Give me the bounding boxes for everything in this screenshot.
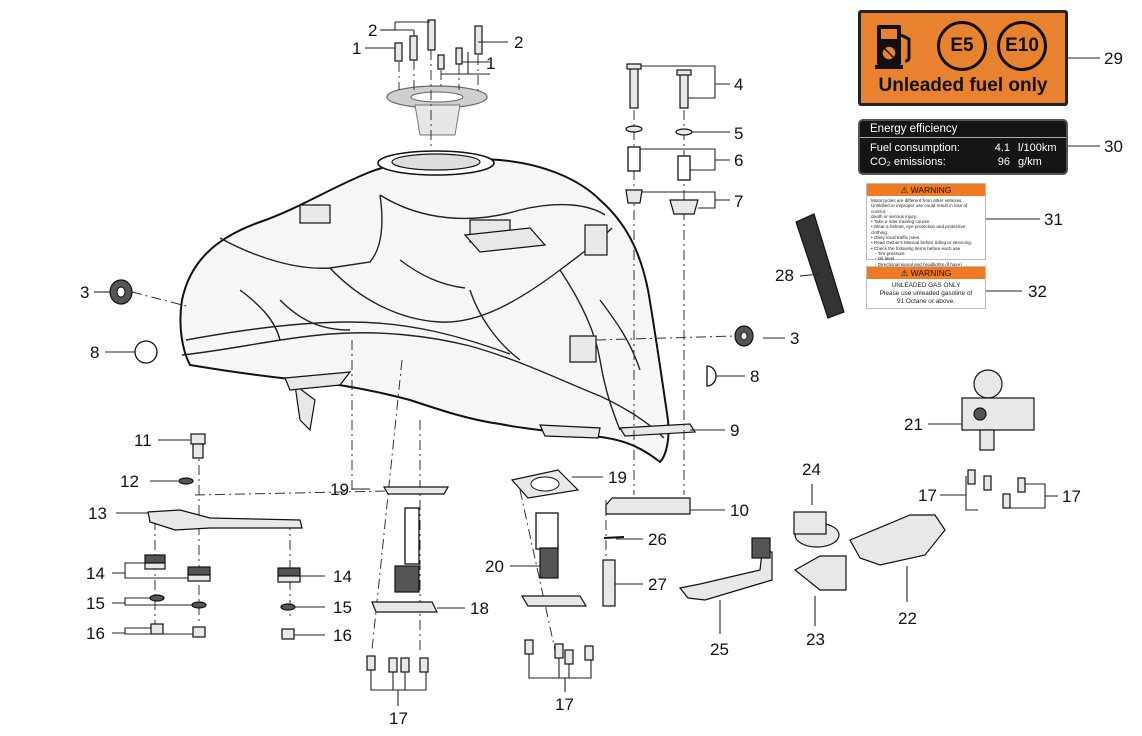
warning-line: 91 Octane or above. <box>897 298 955 305</box>
e5-badge: E5 <box>937 21 987 71</box>
row-unit: l/100km <box>1018 142 1057 154</box>
rider-warning-label: ⚠ WARNING Motorcycles are different from… <box>866 183 986 267</box>
fuel-type-sticker: E5 E10 Unleaded fuel only <box>858 10 1068 106</box>
callout-25: 25 <box>710 640 729 659</box>
pads-and-strip <box>382 469 691 515</box>
fuel-pump-assembly <box>678 369 1035 601</box>
warning-line: - Directional signal and headlights (if … <box>875 261 962 267</box>
warning-line: Motorcycles are different from other veh… <box>871 198 963 203</box>
front-mount-assembly <box>366 507 594 673</box>
callout-27: 27 <box>648 575 667 594</box>
callout-7: 7 <box>734 192 743 211</box>
callout-17b: 17 <box>555 695 574 714</box>
row-unit: g/km <box>1018 156 1042 168</box>
unleaded-fuel-text: Unleaded fuel only <box>878 75 1048 96</box>
warning-line: • Check the following items before each … <box>871 245 961 251</box>
callout-19: 19 <box>330 480 349 499</box>
callout-4: 4 <box>734 75 743 94</box>
callout-30: 30 <box>1104 137 1123 156</box>
energy-efficiency-label: Energy efficiency Fuel consumption: 4.1 … <box>858 119 1068 175</box>
row-name: Fuel consumption: <box>870 142 960 154</box>
grommets-and-caps <box>109 279 754 387</box>
callout-26: 26 <box>648 530 667 549</box>
unleaded-gas-warning-label: ⚠ WARNING UNLEADED GAS ONLY Please use u… <box>866 266 986 309</box>
row-value: 96 <box>997 156 1010 168</box>
warning-line: • Obey local traffic rules. <box>871 235 921 241</box>
fuel-pump-icon <box>875 25 911 69</box>
warning-line: - Oil level <box>875 256 895 262</box>
callout-14b: 14 <box>333 567 352 586</box>
callout-20: 20 <box>485 557 504 576</box>
callout-17d: 17 <box>1062 487 1081 506</box>
energy-efficiency-heading: Energy efficiency <box>870 123 958 135</box>
callout-19b: 19 <box>608 468 627 487</box>
filler-cap-plate <box>386 85 488 136</box>
warning-line: Please use unleaded gasoline of <box>879 290 973 297</box>
callout-16: 16 <box>86 624 105 643</box>
callout-1: 1 <box>352 39 361 58</box>
label-divider <box>860 137 1066 138</box>
callout-17a: 17 <box>389 709 408 728</box>
leader-lines <box>94 21 1100 706</box>
callout-31: 31 <box>1044 210 1063 229</box>
warning-header: ⚠ WARNING <box>867 267 985 279</box>
co2-emissions-row: CO₂ emissions: 96 g/km <box>870 156 1058 170</box>
warning-line: Unskilled or improper use could result i… <box>871 203 968 214</box>
callout-15: 15 <box>86 594 105 613</box>
callout-1b: 1 <box>486 54 495 73</box>
callout-24: 24 <box>802 460 821 479</box>
callout-3: 3 <box>80 283 89 302</box>
callout-2: 2 <box>368 21 377 40</box>
callout-5: 5 <box>734 124 743 143</box>
row-name: CO₂ emissions: <box>870 156 946 168</box>
fuel-consumption-row: Fuel consumption: 4.1 l/100km <box>870 142 1058 156</box>
warning-header: ⚠ WARNING <box>867 184 985 196</box>
callout-14: 14 <box>86 564 105 583</box>
fuel-tank <box>179 150 697 464</box>
callout-8: 8 <box>90 343 99 362</box>
callout-29: 29 <box>1104 49 1123 68</box>
rear-bracket-assembly <box>144 433 303 640</box>
warning-line: • Take a rider training course. <box>871 219 931 225</box>
mounting-hardware-right <box>625 63 699 215</box>
hoses-and-clip <box>602 213 845 607</box>
callout-28: 28 <box>775 266 794 285</box>
warning-text: Motorcycles are different from other veh… <box>867 196 985 269</box>
callout-21: 21 <box>904 415 923 434</box>
callout-10: 10 <box>730 501 749 520</box>
warning-line: - Tire pressure <box>875 250 905 256</box>
callout-15b: 15 <box>333 598 352 617</box>
warning-line: • Wear a helmet, eye protection and prot… <box>871 224 966 235</box>
callout-9: 9 <box>730 421 739 440</box>
callout-3b: 3 <box>790 329 799 348</box>
callout-12: 12 <box>120 472 139 491</box>
callout-numbers: 1 2 1 2 4 5 6 7 3 3 8 8 9 10 11 12 13 19… <box>80 21 1123 728</box>
callout-18: 18 <box>470 599 489 618</box>
callout-17c: 17 <box>918 486 937 505</box>
callout-6: 6 <box>734 151 743 170</box>
callout-23: 23 <box>806 630 825 649</box>
callout-8b: 8 <box>750 367 759 386</box>
row-value: 4.1 <box>994 142 1010 154</box>
warning-line: death or serious injury. <box>871 213 918 219</box>
callout-32: 32 <box>1028 282 1047 301</box>
callout-11: 11 <box>134 431 152 450</box>
warning-line: UNLEADED GAS ONLY <box>891 282 961 289</box>
callout-16b: 16 <box>333 626 352 645</box>
e10-badge: E10 <box>997 21 1047 71</box>
callout-2b: 2 <box>514 33 523 52</box>
warning-line: • Read Owner's Manual before riding or s… <box>871 240 973 246</box>
callout-22: 22 <box>898 609 917 628</box>
callout-13: 13 <box>88 504 107 523</box>
